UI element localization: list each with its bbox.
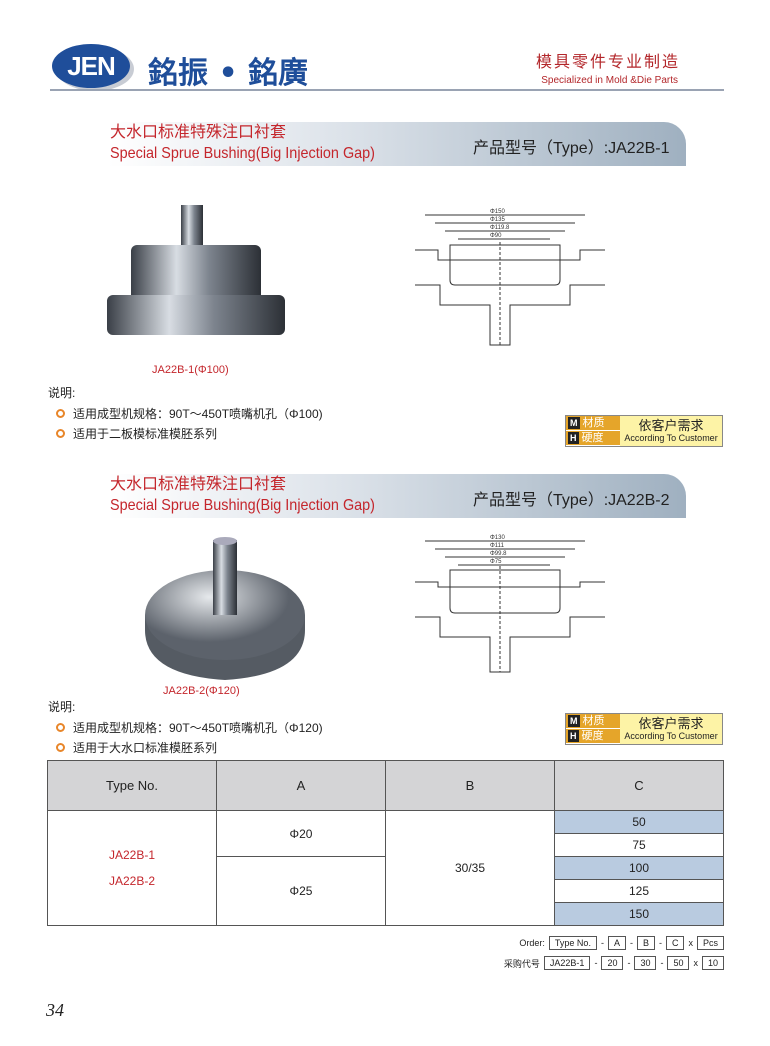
technical-drawing-2: Φ130 Φ111 Φ99.8 Φ75 — [415, 535, 605, 673]
brand-name: 銘振 • 銘廣 — [148, 56, 309, 91]
technical-drawing-1: Φ150 Φ135 Φ119.8 Φ90 — [415, 209, 605, 346]
bullet-icon — [56, 743, 65, 752]
order-example-field: 10 — [701, 956, 724, 970]
material-label: 材质 — [582, 715, 605, 727]
header-divider — [50, 89, 724, 91]
jen-logo: JEN — [52, 44, 130, 88]
product-photo-1 — [107, 205, 285, 335]
hardness-label: 硬度 — [581, 730, 604, 742]
m-badge: M — [568, 417, 580, 429]
order-label: Order: — [519, 938, 545, 948]
note-text: 适用于二板模标准模胚系列 — [73, 427, 218, 441]
notes-1: 说明: 适用成型机规格：90T～450T喷嘴机孔（Φ100) 适用于二板模标准模… — [48, 384, 323, 445]
h-badge: H — [568, 432, 579, 444]
note-text: 适用于大水口标准模胚系列 — [73, 741, 218, 755]
material-value-en: According To Customer — [624, 731, 718, 741]
type-value: JA22B-2 — [108, 874, 156, 888]
notes-heading: 说明: — [48, 386, 76, 400]
product-caption-1: JA22B-1(Φ100) — [152, 364, 229, 376]
col-header: Type No. — [47, 760, 217, 811]
material-value-en: According To Customer — [624, 433, 718, 443]
a-cell: Φ20 — [216, 810, 386, 857]
c-cell: 75 — [554, 833, 724, 857]
bullet-icon — [56, 429, 65, 438]
order-example-field: 50 — [667, 956, 690, 970]
notes-2: 说明: 适用成型机规格：90T～450T喷嘴机孔（Φ120) 适用于大水口标准模… — [48, 698, 323, 759]
order-example-label: 采购代号 — [503, 958, 540, 969]
c-cell: 100 — [554, 856, 724, 880]
type-label: 产品型号（Type）:JA22B-1 — [473, 140, 670, 157]
col-header: A — [216, 760, 386, 811]
bullet-icon — [56, 409, 65, 418]
slogan-en: Specialized in Mold &Die Parts — [541, 75, 678, 86]
order-field: Type No. — [548, 936, 597, 950]
col-header: C — [554, 760, 724, 811]
dim-label: Φ75 — [490, 559, 502, 565]
note-text: 适用成型机规格：90T～450T喷嘴机孔（Φ120) — [73, 721, 323, 735]
dim-label: Φ119.8 — [490, 225, 510, 231]
note-item: 适用于二板模标准模胚系列 — [56, 425, 323, 442]
section-banner-2: 大水口标准特殊注口衬套 Special Sprue Bushing(Big In… — [108, 474, 686, 518]
section-title-en: Special Sprue Bushing(Big Injection Gap) — [110, 145, 375, 162]
dim-label: Φ150 — [490, 209, 505, 215]
order-example-field: 20 — [601, 956, 624, 970]
type-label: 产品型号（Type）:JA22B-2 — [473, 492, 670, 509]
b-cell: 30/35 — [385, 810, 555, 926]
dim-label: Φ99.8 — [490, 551, 507, 557]
order-field: B — [636, 936, 655, 950]
order-field: Pcs — [696, 936, 724, 950]
a-cell: Φ25 — [216, 856, 386, 926]
notes-heading: 说明: — [48, 700, 76, 714]
type-value: JA22B-1 — [108, 848, 156, 862]
note-item: 适用成型机规格：90T～450T喷嘴机孔（Φ100) — [56, 405, 323, 422]
product-caption-2: JA22B-2(Φ120) — [163, 685, 240, 697]
note-item: 适用于大水口标准模胚系列 — [56, 739, 323, 756]
c-cell: 125 — [554, 879, 724, 903]
h-badge: H — [568, 730, 579, 742]
order-field: A — [607, 936, 626, 950]
product-photo-2 — [145, 537, 305, 680]
dim-label: Φ90 — [490, 233, 502, 239]
dim-label: Φ111 — [490, 543, 505, 549]
c-cell: 50 — [554, 810, 724, 834]
section-title-en: Special Sprue Bushing(Big Injection Gap) — [110, 497, 375, 514]
material-value-cn: 依客户需求 — [638, 716, 704, 731]
c-cell: 150 — [554, 902, 724, 926]
section-title-cn: 大水口标准特殊注口衬套 — [110, 124, 287, 141]
section-title-cn: 大水口标准特殊注口衬套 — [110, 476, 287, 493]
col-header: B — [385, 760, 555, 811]
dim-label: Φ130 — [490, 535, 505, 541]
order-field: C — [665, 936, 685, 950]
note-text: 适用成型机规格：90T～450T喷嘴机孔（Φ100) — [73, 407, 323, 421]
material-label: 材质 — [582, 417, 605, 429]
order-example-field: 30 — [634, 956, 657, 970]
order-example-field: JA22B-1 — [543, 956, 591, 970]
page-number: 34 — [46, 1000, 64, 1020]
material-value-cn: 依客户需求 — [638, 418, 704, 433]
m-badge: M — [568, 715, 580, 727]
hardness-label: 硬度 — [581, 432, 604, 444]
slogan-cn: 模具零件专业制造 — [535, 52, 680, 71]
dim-label: Φ135 — [490, 217, 505, 223]
section-banner-1: 大水口标准特殊注口衬套 Special Sprue Bushing(Big In… — [108, 122, 686, 166]
bullet-icon — [56, 723, 65, 732]
note-item: 适用成型机规格：90T～450T喷嘴机孔（Φ120) — [56, 719, 323, 736]
